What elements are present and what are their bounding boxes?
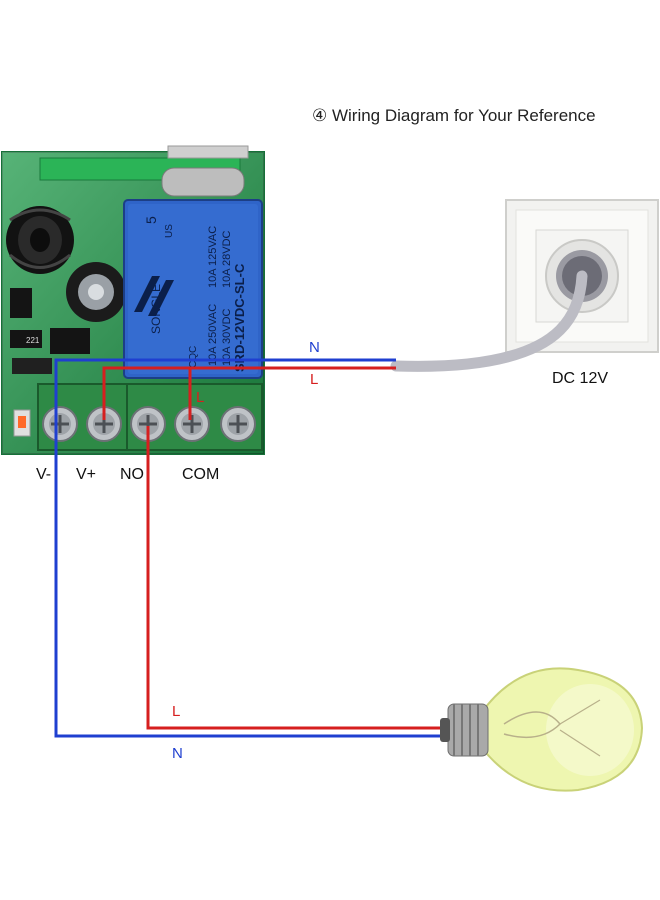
relay-rating-a: 10A 125VAC [207, 226, 219, 288]
wire-label-top-neutral: N [309, 339, 320, 356]
live-wire-top [102, 366, 396, 420]
voltage-regulator [10, 288, 32, 318]
terminal-block [37, 383, 263, 451]
relay-pin-number: 5 [143, 216, 159, 224]
relay: SRD-12VDC-SL-C 10A 250VAC 10A 30VDC 10A … [123, 199, 263, 379]
wire-label-top-live: L [310, 371, 319, 388]
relay-model-text: SRD-12VDC-SL-C [232, 263, 247, 372]
wire-label-bottom-live: L [172, 703, 181, 720]
relay-rating-c: 10A 250VAC [207, 304, 219, 366]
diagram-title: ④ Wiring Diagram for Your Reference [312, 106, 596, 125]
wire-label-bottom-neutral: N [172, 745, 183, 762]
wire-label-com-live: L [196, 389, 205, 406]
crystal-oscillator [161, 167, 245, 197]
capacitor [66, 262, 126, 322]
relay-module-board: SRD-12VDC-SL-C 10A 250VAC 10A 30VDC 10A … [1, 145, 265, 455]
resistor-label: 221 [26, 336, 40, 345]
terminal-label-com: COM [182, 466, 220, 483]
bulb-base [440, 703, 489, 757]
live-wire-no [146, 426, 446, 730]
songle-logo [134, 276, 174, 316]
light-bulb [440, 667, 644, 792]
power-label: DC 12V [552, 370, 609, 387]
neutral-wire-top [54, 358, 446, 738]
relay-cqc: CQC [188, 346, 199, 368]
screw-no [130, 406, 166, 442]
power-cord [390, 270, 588, 372]
screw-v-plus [86, 406, 122, 442]
relay-rating-d: 10A 30VDC [221, 308, 233, 366]
terminal-label-v-plus: V+ [76, 466, 97, 483]
antenna-coil [6, 206, 74, 274]
terminal-label-v-minus: V- [36, 466, 52, 483]
wires [54, 358, 446, 738]
screw-v-minus [42, 406, 78, 442]
screw-nc [220, 406, 256, 442]
terminal-label-no: NO [120, 466, 144, 483]
screw-com [174, 406, 210, 442]
relay-rating-b: 10A 28VDC [221, 230, 233, 288]
relay-cert: US [164, 224, 175, 238]
